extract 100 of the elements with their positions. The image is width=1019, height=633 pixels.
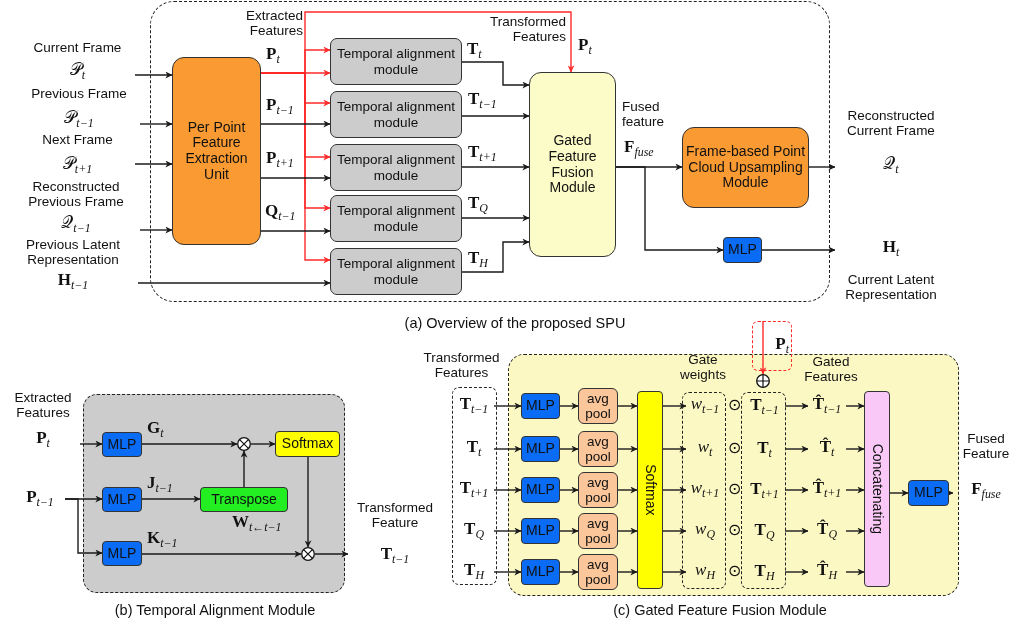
arrow xyxy=(134,71,173,79)
circled-times-symbol xyxy=(301,547,315,561)
math-symbol: T$_{t+1}$ xyxy=(744,479,785,503)
frame-label: Fused Feature xyxy=(961,431,1011,462)
process-box: MLP xyxy=(723,237,762,263)
process-box: Softmax xyxy=(275,431,340,457)
frame-label: Current Latent Representation xyxy=(844,271,938,302)
arrow xyxy=(662,402,687,410)
edge-label: Q$_{t−1}$ xyxy=(265,202,296,224)
frame-label: Previous Frame xyxy=(31,86,127,102)
arrow xyxy=(617,486,638,494)
arrow xyxy=(784,445,809,453)
operator-symbol: ⊙ xyxy=(727,521,741,539)
math-symbol: T̂$_{t−1}$ xyxy=(808,394,846,418)
process-box: Temporal alignment module xyxy=(330,91,462,138)
operator-symbol: ⊙ xyxy=(727,396,741,414)
process-box: Softmax xyxy=(637,391,663,589)
arrow xyxy=(240,450,248,488)
arrow xyxy=(662,445,687,453)
arrow xyxy=(64,498,103,557)
caption: (b) Temporal Alignment Module xyxy=(113,602,317,619)
edge-label: P$_{t−1}$ xyxy=(266,96,294,118)
arrow xyxy=(461,61,530,89)
arrow xyxy=(784,527,809,535)
process-box: MLP xyxy=(102,541,142,566)
annotation-label: Extracted Features xyxy=(244,8,303,39)
arrow xyxy=(761,246,836,254)
arrow xyxy=(137,279,331,287)
arrow xyxy=(141,495,201,503)
edge-label: P$_{t+1}$ xyxy=(266,149,294,171)
annotation-label: Gated Features xyxy=(803,354,859,385)
process-box: MLP xyxy=(521,559,560,585)
process-box: Frame-based Point Cloud Upsampling Module xyxy=(682,127,809,208)
edge-label: P$_{t}$ xyxy=(266,45,280,67)
arrow xyxy=(662,568,687,576)
arrow xyxy=(784,568,809,576)
math-symbol: T̂$_{H}$ xyxy=(808,560,846,584)
arrow xyxy=(493,402,522,410)
math-symbol: T$_{t+1}$ xyxy=(454,478,494,502)
math-symbol: T̂$_{t+1}$ xyxy=(808,478,846,502)
operator-symbol: ⊙ xyxy=(727,480,741,498)
arrow xyxy=(559,445,579,453)
arrow xyxy=(808,163,836,171)
process-box: MLP xyxy=(908,480,949,506)
arrow xyxy=(759,320,767,375)
math-symbol: w$_{t}$ xyxy=(686,437,724,461)
frame-label: Transformed Feature xyxy=(356,500,434,531)
math-symbol: T̂$_{t}$ xyxy=(808,437,846,461)
edge-label: K$_{t−1}$ xyxy=(147,529,178,551)
arrow xyxy=(559,486,579,494)
process-box: MLP xyxy=(521,518,560,544)
process-box: Per Point Feature Extraction Unit xyxy=(172,57,261,245)
arrow xyxy=(461,238,530,273)
math-symbol: T̂$_{Q}$ xyxy=(808,519,846,543)
process-box: Concatenating xyxy=(864,391,890,587)
frame-label: Reconstructed Current Frame xyxy=(846,108,936,139)
highlight-box: P$_{t}$ xyxy=(752,321,792,371)
math-symbol: T$_{t}$ xyxy=(454,437,494,461)
operator-symbol: ⊙ xyxy=(727,439,741,457)
math-symbol: T$_{t−1}$ xyxy=(380,544,410,566)
arrow xyxy=(260,174,331,182)
process-box: Temporal alignment module xyxy=(330,144,462,191)
math-symbol: 𝒬$_{t}$ xyxy=(883,154,899,176)
process-box: Temporal alignment module xyxy=(330,195,462,242)
math-symbol: H$_{t}$ xyxy=(882,238,900,260)
math-symbol: w$_{t+1}$ xyxy=(686,478,724,502)
process-box: avg pool xyxy=(578,431,618,467)
frame-label: Previous Latent Representation xyxy=(25,237,121,268)
math-symbol: T$_{t}$ xyxy=(744,438,785,462)
process-box: avg pool xyxy=(578,554,618,590)
math-symbol: P$_{t}$ xyxy=(36,428,50,450)
edge-label: T$_{t+1}$ xyxy=(468,143,497,165)
caption: (c) Gated Feature Fusion Module xyxy=(612,602,828,619)
frame-label: Reconstructed Previous Frame xyxy=(27,179,125,210)
edge-label: T$_{H}$ xyxy=(468,249,488,271)
edge-label: T$_{t}$ xyxy=(467,40,482,62)
arrow xyxy=(559,568,579,576)
process-box: avg pool xyxy=(578,388,618,424)
math-symbol: 𝒫$_{t}$ xyxy=(69,60,86,82)
process-box: avg pool xyxy=(578,472,618,508)
arrow xyxy=(493,445,522,453)
process-box: Temporal alignment module xyxy=(330,38,462,85)
process-box: MLP xyxy=(521,436,560,462)
arrow xyxy=(260,227,331,235)
arrow xyxy=(845,527,865,535)
arrow xyxy=(784,402,809,410)
edge-label: W$_{t←t−1}$ xyxy=(232,513,282,535)
math-symbol: T$_{H}$ xyxy=(454,560,494,584)
process-box: MLP xyxy=(521,393,560,419)
frame-label: Current Frame xyxy=(33,40,122,56)
arrow xyxy=(559,527,579,535)
arrow xyxy=(615,166,724,254)
math-symbol: T$_{t−1}$ xyxy=(744,395,785,419)
arrow xyxy=(493,568,522,576)
arrow xyxy=(134,160,173,168)
arrow xyxy=(493,527,522,535)
edge-label: J$_{t−1}$ xyxy=(147,474,173,496)
edge-label: T$_{t−1}$ xyxy=(468,90,497,112)
math-symbol: T$_{H}$ xyxy=(744,561,785,585)
arrow xyxy=(461,112,530,120)
